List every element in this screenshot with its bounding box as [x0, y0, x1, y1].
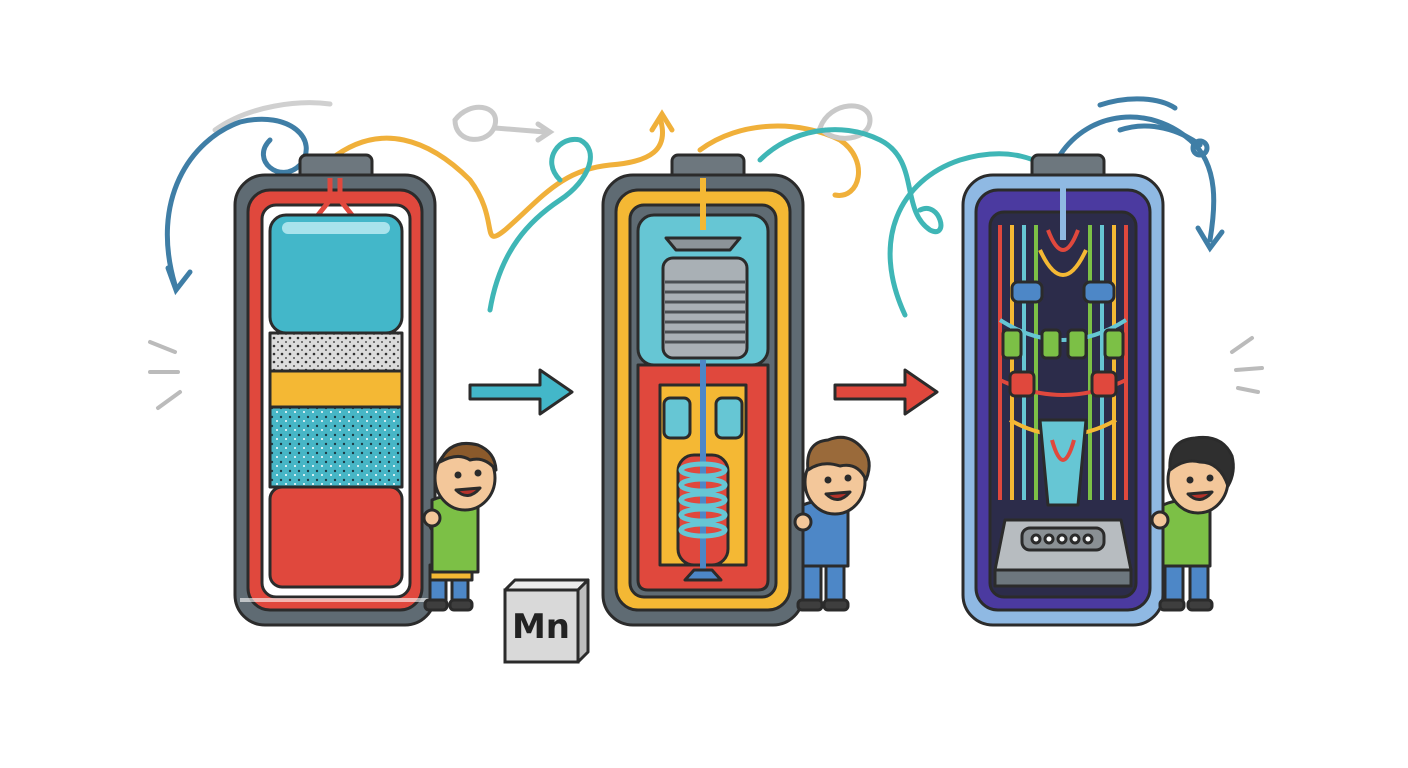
- element-symbol: Mn: [512, 607, 570, 647]
- battery-3: [961, 153, 1165, 627]
- person-3: [1150, 435, 1235, 612]
- element-tile: Mn: [503, 578, 590, 664]
- right-arrow-red: [833, 368, 939, 416]
- battery-1-porous-layer: [268, 405, 404, 489]
- battery-2: [601, 153, 805, 627]
- right-arrow-teal: [468, 368, 574, 416]
- person-1: [422, 441, 498, 612]
- person-2: [793, 435, 871, 612]
- battery-1: [233, 153, 437, 627]
- battery-1-electrolyte-layer: [268, 369, 404, 409]
- battery-1-separator-layer: [268, 331, 404, 373]
- motion-ticks: [148, 336, 1264, 410]
- battery-1-anode-layer: [268, 485, 404, 589]
- battery-2-spring: [678, 461, 728, 539]
- battery-3-components: [1001, 280, 1125, 398]
